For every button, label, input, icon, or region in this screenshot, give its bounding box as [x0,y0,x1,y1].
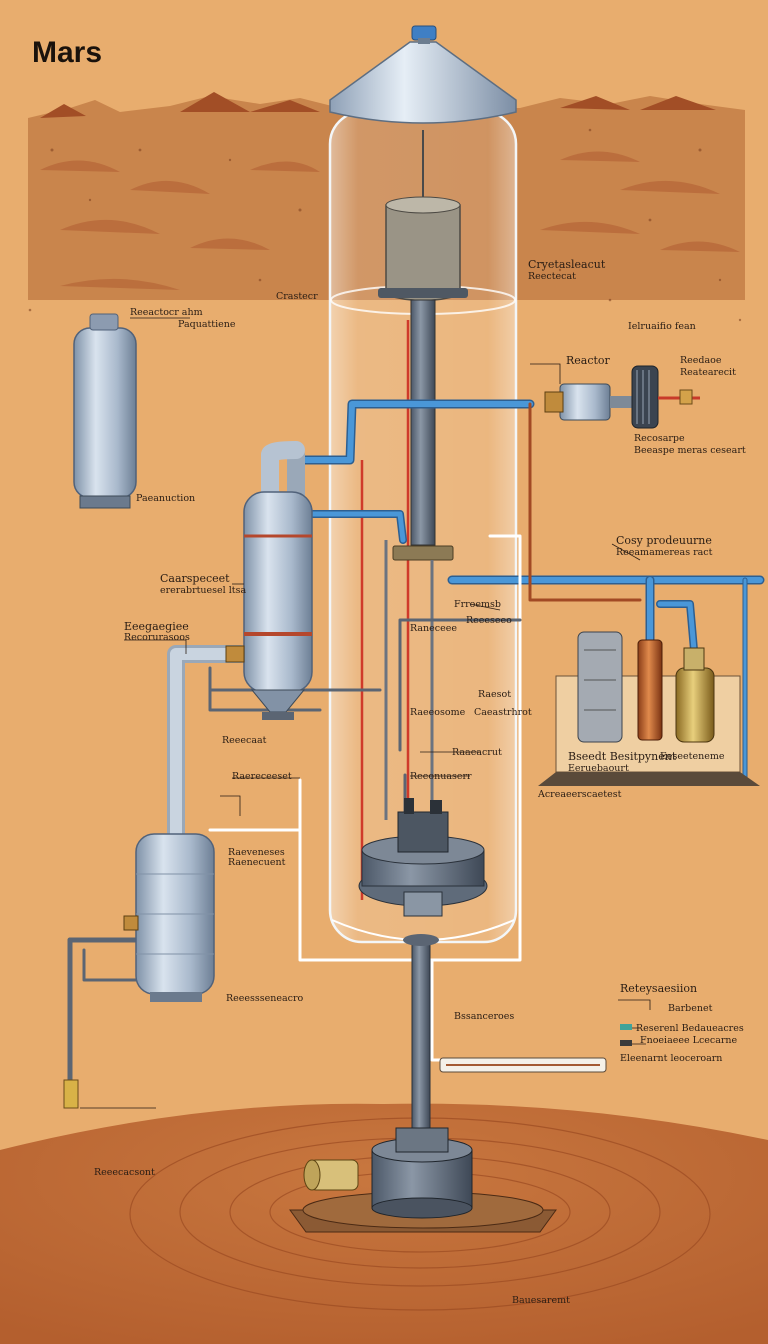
label-beeaspe: Beeaspe meras ceseart [634,445,746,456]
label-eeseeteneme: Eeseeteneme [660,751,725,762]
label-raaeacrut: Raaeacrut [452,747,502,758]
label-ererabrtuesel: ererabrtuesel ltsa [160,585,247,596]
drill-pipe-collar [403,934,439,946]
label-ielruaifio: Ielruaifio fean [628,321,696,332]
label-barbenet: Barbenet [668,1003,713,1014]
central-shaft [410,299,436,546]
dome-valve-stem [418,38,430,44]
label-reactor: Reactor [566,354,610,367]
label-recorurasoos: Recorurasoos [124,632,190,643]
heat-exchanger-unit [544,365,700,429]
label-raereceeset: Raereceeset [232,771,292,782]
page-title: Mars [32,36,103,69]
label-reeonuaserr: Reeonuaserr [410,771,472,782]
legend-swatch-teal [620,1024,632,1030]
legend-swatch-dark [620,1040,632,1046]
dome-cap [329,41,517,124]
label-acreaeerscaetest: Acreaeerscaetest [538,789,622,800]
flow-meter [439,1057,607,1073]
dome-valve [411,25,437,41]
label-raenecuent: Raenecuent [228,857,286,868]
label-cosy-prodeuurne: Cosy prodeuurne [616,534,712,547]
label-frroemsb: Frroemsb [454,599,501,610]
label-caeastrhrot: Caeastrhrot [474,707,532,718]
label-bseedt: Bseedt Besitpynent [568,750,677,763]
drill-pipe [411,943,431,1145]
label-reeamamereas: Reeamamereas ract [616,547,713,558]
wellhead-assembly [289,1127,557,1233]
label-eeegaegiee: Eeegaegiee [124,620,189,633]
label-caarspeceet: Caarspeceet [160,572,230,585]
terrain-ridges [40,92,716,118]
label-reeecaat: Reeecaat [222,735,267,746]
label-eleenarnt: Eleenarnt leoceroarn [620,1053,723,1064]
drill-head-machine [358,798,488,917]
label-raeveneses: Raeveneses [228,847,285,858]
label-reserenl: Reserenl Bedaueacres [636,1023,744,1034]
label-paeanuction: Paeanuction [136,493,196,504]
label-reeeseeo: Reeeseeo [466,615,512,626]
label-reedaoe: Reedaoe [680,355,722,366]
inner-canister [385,199,461,302]
label-paquattiene: Paquattiene [178,319,236,330]
storage-tank-lower [63,833,215,1109]
canister-base [378,288,468,298]
label-reectecat: Reectecat [528,271,576,282]
label-raneceee: Raneceee [410,623,457,634]
label-reatearecit: Reatearecit [680,367,736,378]
shaft-collar [392,545,454,561]
label-bssanceroes: Bssanceroes [454,1011,515,1022]
label-fnoeiaeee: Fnoeiaeee Lcecarne [640,1035,738,1046]
label-reeactocr: Reeactocr ahm [130,307,203,318]
label-crastecr: Crastecr [276,291,318,302]
label-reeecacsont: Reeecacsont [94,1167,155,1178]
label-raeeosome: Raeeosome [410,707,466,718]
label-bauesaremt: Bauesaremt [512,1295,570,1306]
process-vessel [225,491,313,720]
probe-valve [63,1079,79,1109]
label-cryetasleacut: Cryetasleacut [528,258,606,271]
storage-tank-upper [73,313,137,509]
label-raesot: Raesot [478,689,512,700]
label-reteysaesiion: Reteysaesiion [620,982,698,995]
label-recosarpe: Recosarpe [634,433,685,444]
label-reeessseneacro: Reeessseneacro [226,993,304,1004]
terrain-dunes [40,151,740,290]
cell-module [538,631,760,786]
label-eeruebaourt: Eeruebaourt [568,763,629,774]
